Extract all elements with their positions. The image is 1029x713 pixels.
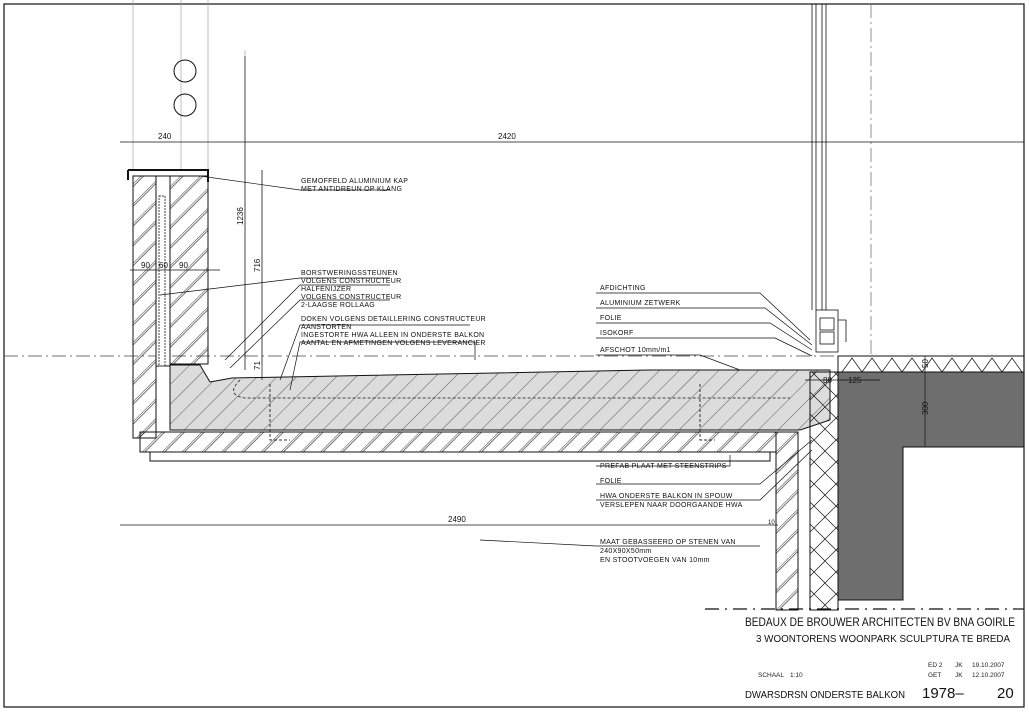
floor-insulation: [841, 357, 1023, 373]
revision-code: ED 2: [928, 662, 943, 669]
annotations-left: GEMOFFELD ALUMINIUM KAP MET ANTIDREUN OP…: [301, 178, 486, 347]
brick-strips: [149, 451, 771, 462]
annotations-bottom: PREFAB PLAAT MET STEENSTRIPS FOLIE HWA O…: [600, 463, 743, 564]
revision-by: JK: [955, 672, 963, 679]
label: AFSCHOT 10mm/m1: [600, 347, 671, 354]
scale-label: SCHAAL: [758, 672, 784, 679]
revision-code: GET: [928, 672, 941, 679]
label: MET ANTIDREUN OP KLANG: [301, 186, 402, 193]
dim-125: 125: [848, 376, 862, 385]
dim-2490: 2490: [448, 515, 466, 524]
label: VERSLEPEN NAAR DOORGAANDE HWA: [600, 502, 743, 509]
dim-1236: 1236: [236, 207, 245, 225]
label: AFDICHTING: [600, 285, 646, 292]
label: EN STOOTVOEGEN VAN 10mm: [600, 557, 710, 564]
label: HALFENIJZER: [301, 286, 351, 293]
title-block: BEDAUX DE BROUWER ARCHITECTEN BV BNA GOI…: [745, 617, 1015, 702]
dim-71: 71: [253, 361, 262, 370]
window-frame: [811, 4, 847, 353]
label: DOKEN VOLGENS DETAILLERING CONSTRUCTEUR: [301, 316, 486, 323]
dim-240: 240: [158, 132, 172, 141]
dim-90: 90: [179, 261, 188, 270]
grid-bubble: [173, 59, 197, 83]
label: AANTAL EN AFMETINGEN VOLGENS LEVERANCIER: [301, 340, 486, 347]
scale-value: 1:10: [790, 672, 803, 679]
grid-bubble: [173, 93, 197, 117]
label: 240X90X50mm: [600, 548, 652, 555]
label: PREFAB PLAAT MET STEENSTRIPS: [600, 463, 727, 470]
dim-50: 50: [921, 359, 930, 368]
label: ISOKORF: [600, 330, 634, 337]
dim-80: 80: [823, 376, 832, 385]
revision-date: 19.10.2007: [972, 662, 1005, 669]
drain-pipe: [233, 379, 790, 399]
dim-300: 300: [921, 401, 930, 415]
sheet-number: 20: [997, 685, 1014, 702]
annotations-right: AFDICHTING ALUMINIUM ZETWERK FOLIE ISOKO…: [600, 285, 681, 354]
label: BORSTWERINGSSTEUNEN: [301, 270, 398, 277]
label: MAAT GEBASSEERD OP STENEN VAN: [600, 539, 736, 546]
label: INGESTORTE HWA ALLEEN IN ONDERSTE BALKON: [301, 332, 484, 339]
aluminium-cap: [127, 169, 209, 182]
dim-90: 90: [141, 261, 150, 270]
label: HWA ONDERSTE BALKON IN SPOUW: [600, 493, 733, 500]
label: FOLIE: [600, 478, 622, 485]
firm-name: BEDAUX DE BROUWER ARCHITECTEN BV BNA GOI…: [745, 617, 1015, 629]
label: ALUMINIUM ZETWERK: [600, 300, 681, 307]
label: VOLGENS CONSTRUCTEUR: [301, 278, 402, 285]
label: GEMOFFELD ALUMINIUM KAP: [301, 178, 408, 185]
dim-60: 60: [159, 261, 168, 270]
revision-date: 12.10.2007: [972, 672, 1005, 679]
insulation: [809, 371, 839, 611]
leader-lines: [159, 175, 813, 547]
dimension-lines: [120, 56, 1024, 526]
revision-by: JK: [955, 662, 963, 669]
label: FOLIE: [600, 315, 622, 322]
floor-screed: [837, 355, 1025, 373]
sheet-title: DWARSDRSN ONDERSTE BALKON: [745, 689, 905, 701]
dim-10: 10: [768, 520, 775, 526]
label: VOLGENS CONSTRUCTEUR: [301, 294, 402, 301]
prefab-plate: [139, 431, 777, 453]
dim-2420: 2420: [498, 132, 516, 141]
label: AANSTORTEN: [301, 324, 352, 331]
concrete-floor: [837, 371, 1025, 601]
label: 2-LAAGSE ROLLAAG: [301, 302, 375, 309]
lower-wall-outer: [775, 431, 799, 611]
project-name: 3 WOONTORENS WOONPARK SCULPTURA TE BREDA: [756, 633, 1010, 645]
project-number: 1978–: [922, 685, 964, 702]
dim-716: 716: [253, 258, 262, 272]
